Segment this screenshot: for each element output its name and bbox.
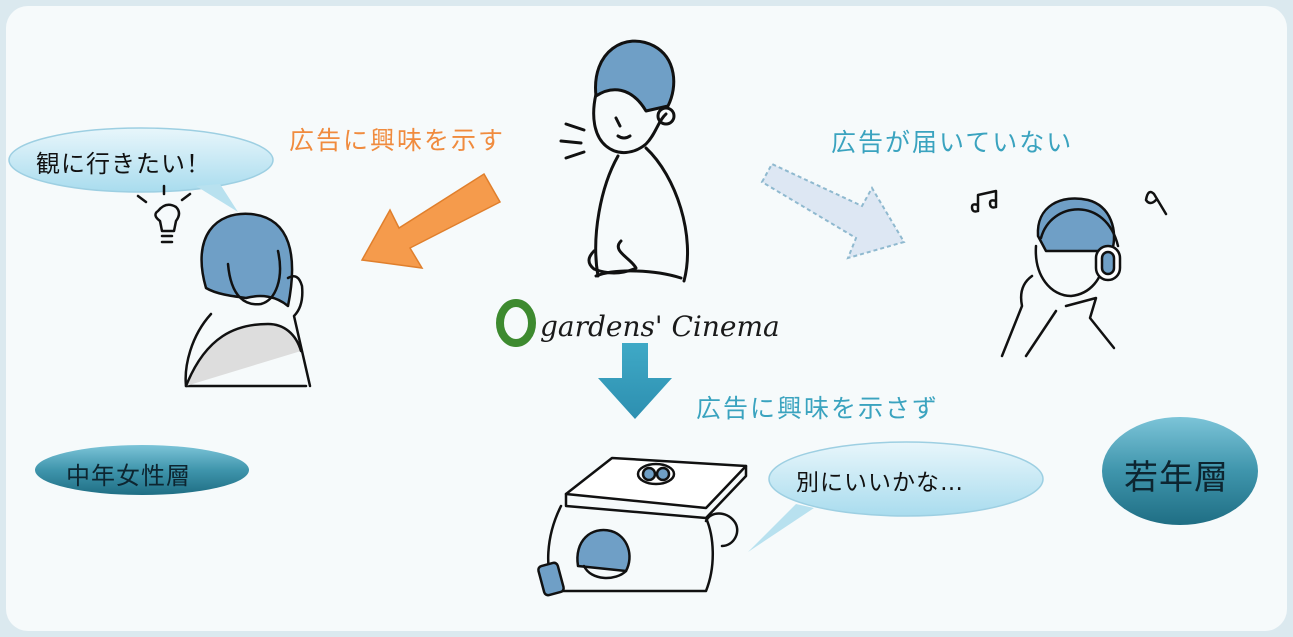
bubble-text-want-to-see: 観に行きたい！	[36, 150, 211, 178]
bubble-not-really	[748, 441, 1044, 552]
bubble-text-not-really: 別にいいかな…	[796, 470, 964, 496]
kotatsu-girl-illustration	[537, 456, 748, 597]
segment-young: 若年層	[1124, 458, 1229, 498]
label-interested: 広告に興味を示す	[289, 126, 506, 155]
label-not-interested: 広告に興味を示さず	[696, 394, 940, 423]
bubble-want-to-see	[8, 127, 274, 212]
segment-middle-aged-women: 中年女性層	[66, 462, 191, 490]
woman-illustration	[136, 184, 312, 388]
pill-young	[1102, 417, 1258, 525]
diagram-panel: gardens' Cinema	[6, 6, 1287, 631]
diagram-graphics: gardens' Cinema	[8, 39, 1258, 597]
young-man-illustration	[970, 189, 1168, 358]
arrow-interested	[360, 172, 502, 269]
label-not-reached: 広告が届いていない	[831, 128, 1074, 157]
man-illustration	[559, 39, 689, 283]
arrow-not-interested	[598, 343, 672, 419]
logo-wordmark: gardens' Cinema	[540, 310, 780, 343]
arrow-not-reached	[760, 162, 906, 260]
pill-middle-aged-women	[35, 445, 249, 495]
gardens-cinema-logo: gardens' Cinema	[496, 299, 780, 347]
